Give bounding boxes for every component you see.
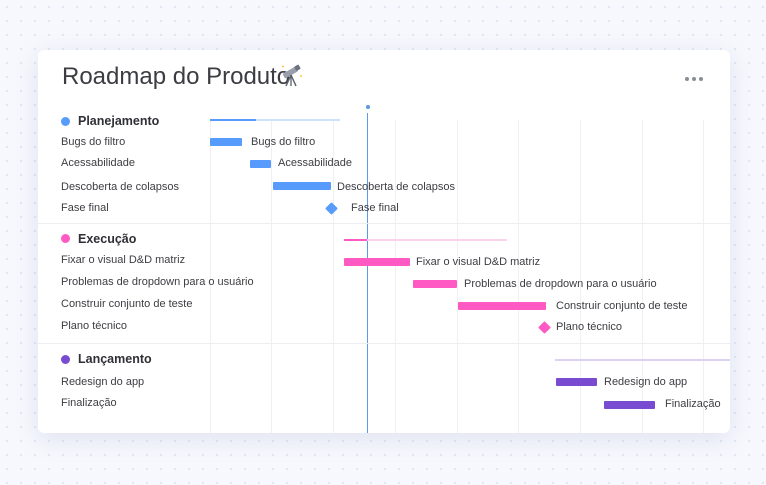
group-title-execucao[interactable]: Execução: [78, 232, 137, 246]
task-bar[interactable]: [604, 401, 655, 409]
task-bar[interactable]: [413, 280, 457, 288]
row-label[interactable]: Bugs do filtro: [61, 136, 126, 148]
row-label[interactable]: Fixar o visual D&D matriz: [61, 254, 186, 266]
group-color-dot: [61, 234, 70, 243]
today-marker: [365, 105, 370, 433]
telescope-icon: [280, 64, 304, 93]
task-bar[interactable]: [458, 302, 546, 310]
row-label[interactable]: Descoberta de colapsos: [61, 181, 180, 193]
group-progress-lancamento: [555, 359, 730, 361]
page-title: Roadmap do Produto: [62, 63, 291, 90]
task-bar-label: Problemas de dropdown para o usuário: [464, 278, 657, 290]
group-progress-done-execucao: [344, 239, 367, 241]
task-bar-label: Fixar o visual D&D matriz: [416, 256, 541, 268]
group-title-planejamento[interactable]: Planejamento: [78, 114, 160, 128]
task-bar-label: Finalização: [665, 398, 721, 410]
task-bar-label: Fase final: [351, 202, 399, 214]
task-bar-label: Bugs do filtro: [251, 136, 316, 148]
row-label[interactable]: Redesign do app: [61, 376, 145, 388]
row-label[interactable]: Construir conjunto de teste: [61, 298, 193, 310]
row-label[interactable]: Fase final: [61, 202, 109, 214]
row-label[interactable]: Plano técnico: [61, 320, 128, 332]
task-bar-label: Plano técnico: [556, 321, 623, 333]
group-title-lancamento[interactable]: Lançamento: [78, 352, 152, 366]
group-color-dot: [61, 355, 70, 364]
task-bar-label: Descoberta de colapsos: [337, 181, 456, 193]
task-bar[interactable]: [210, 138, 242, 146]
gantt-timeline: [210, 105, 730, 433]
task-bar[interactable]: [250, 160, 271, 168]
group-progress-execucao: [344, 239, 507, 241]
task-bar[interactable]: [273, 182, 331, 190]
group-color-dot: [61, 117, 70, 126]
roadmap-card: Roadmap do Produto Planejamento Bugs do: [38, 50, 730, 433]
task-bar[interactable]: [556, 378, 597, 386]
task-bar-label: Acessabilidade: [278, 157, 352, 169]
row-label[interactable]: Problemas de dropdown para o usuário: [61, 276, 254, 288]
row-label[interactable]: Acessabilidade: [61, 157, 135, 169]
task-bar[interactable]: [344, 258, 410, 266]
group-progress-planejamento: [210, 119, 340, 121]
task-bar-label: Construir conjunto de teste: [556, 300, 688, 312]
row-label[interactable]: Finalização: [61, 397, 117, 409]
task-bar-label: Redesign do app: [604, 376, 688, 388]
more-options-icon[interactable]: [685, 77, 705, 83]
group-progress-done-planejamento: [210, 119, 256, 121]
